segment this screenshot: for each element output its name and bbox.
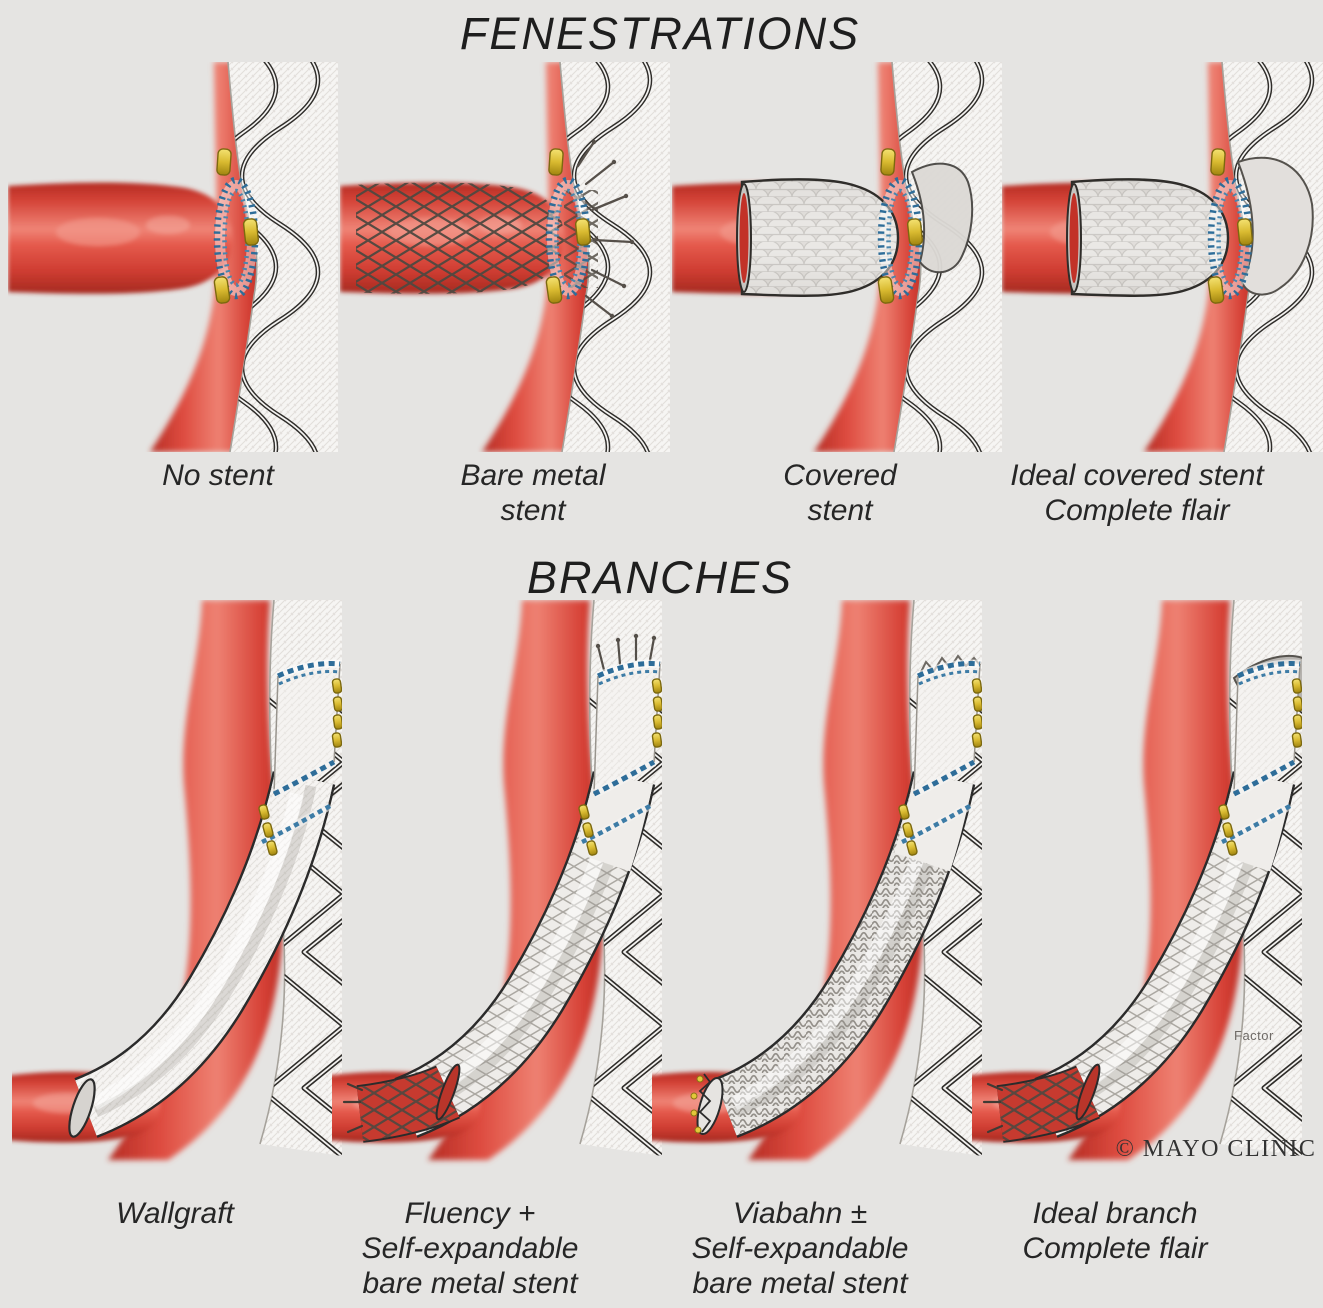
- label-viabahn: Viabahn ± Self-expandable bare metal ste…: [691, 1197, 909, 1300]
- panel-no-stent-illustration: [8, 62, 338, 452]
- artist-signature: Factor: [1234, 1028, 1274, 1043]
- label-ideal-covered-stent: Ideal covered stent Complete flair: [1010, 459, 1264, 527]
- label-bare-metal-stent: Bare metal stent: [460, 459, 606, 527]
- label-fluency: Fluency + Self-expandable bare metal ste…: [361, 1197, 579, 1300]
- panel-wallgraft-illustration: [12, 600, 342, 1170]
- panel-covered-stent-illustration: [672, 62, 1002, 452]
- label-wallgraft: Wallgraft: [116, 1197, 234, 1230]
- section-title-branches: BRANCHES: [526, 552, 794, 603]
- copyright-notice: © MAYO CLINIC: [1115, 1136, 1317, 1162]
- panel-ideal-covered-stent-illustration: [1002, 62, 1323, 452]
- panel-bare-metal-stent-illustration: [340, 62, 670, 452]
- panel-viabahn-illustration: [652, 600, 982, 1170]
- panel-fluency-illustration: [332, 600, 662, 1170]
- label-covered-stent: Covered stent: [783, 459, 897, 527]
- section-title-fenestrations: FENESTRATIONS: [459, 8, 861, 59]
- panel-ideal-branch-illustration: [972, 600, 1302, 1170]
- label-no-stent: No stent: [162, 459, 274, 492]
- label-ideal-branch: Ideal branch Complete flair: [1022, 1197, 1208, 1265]
